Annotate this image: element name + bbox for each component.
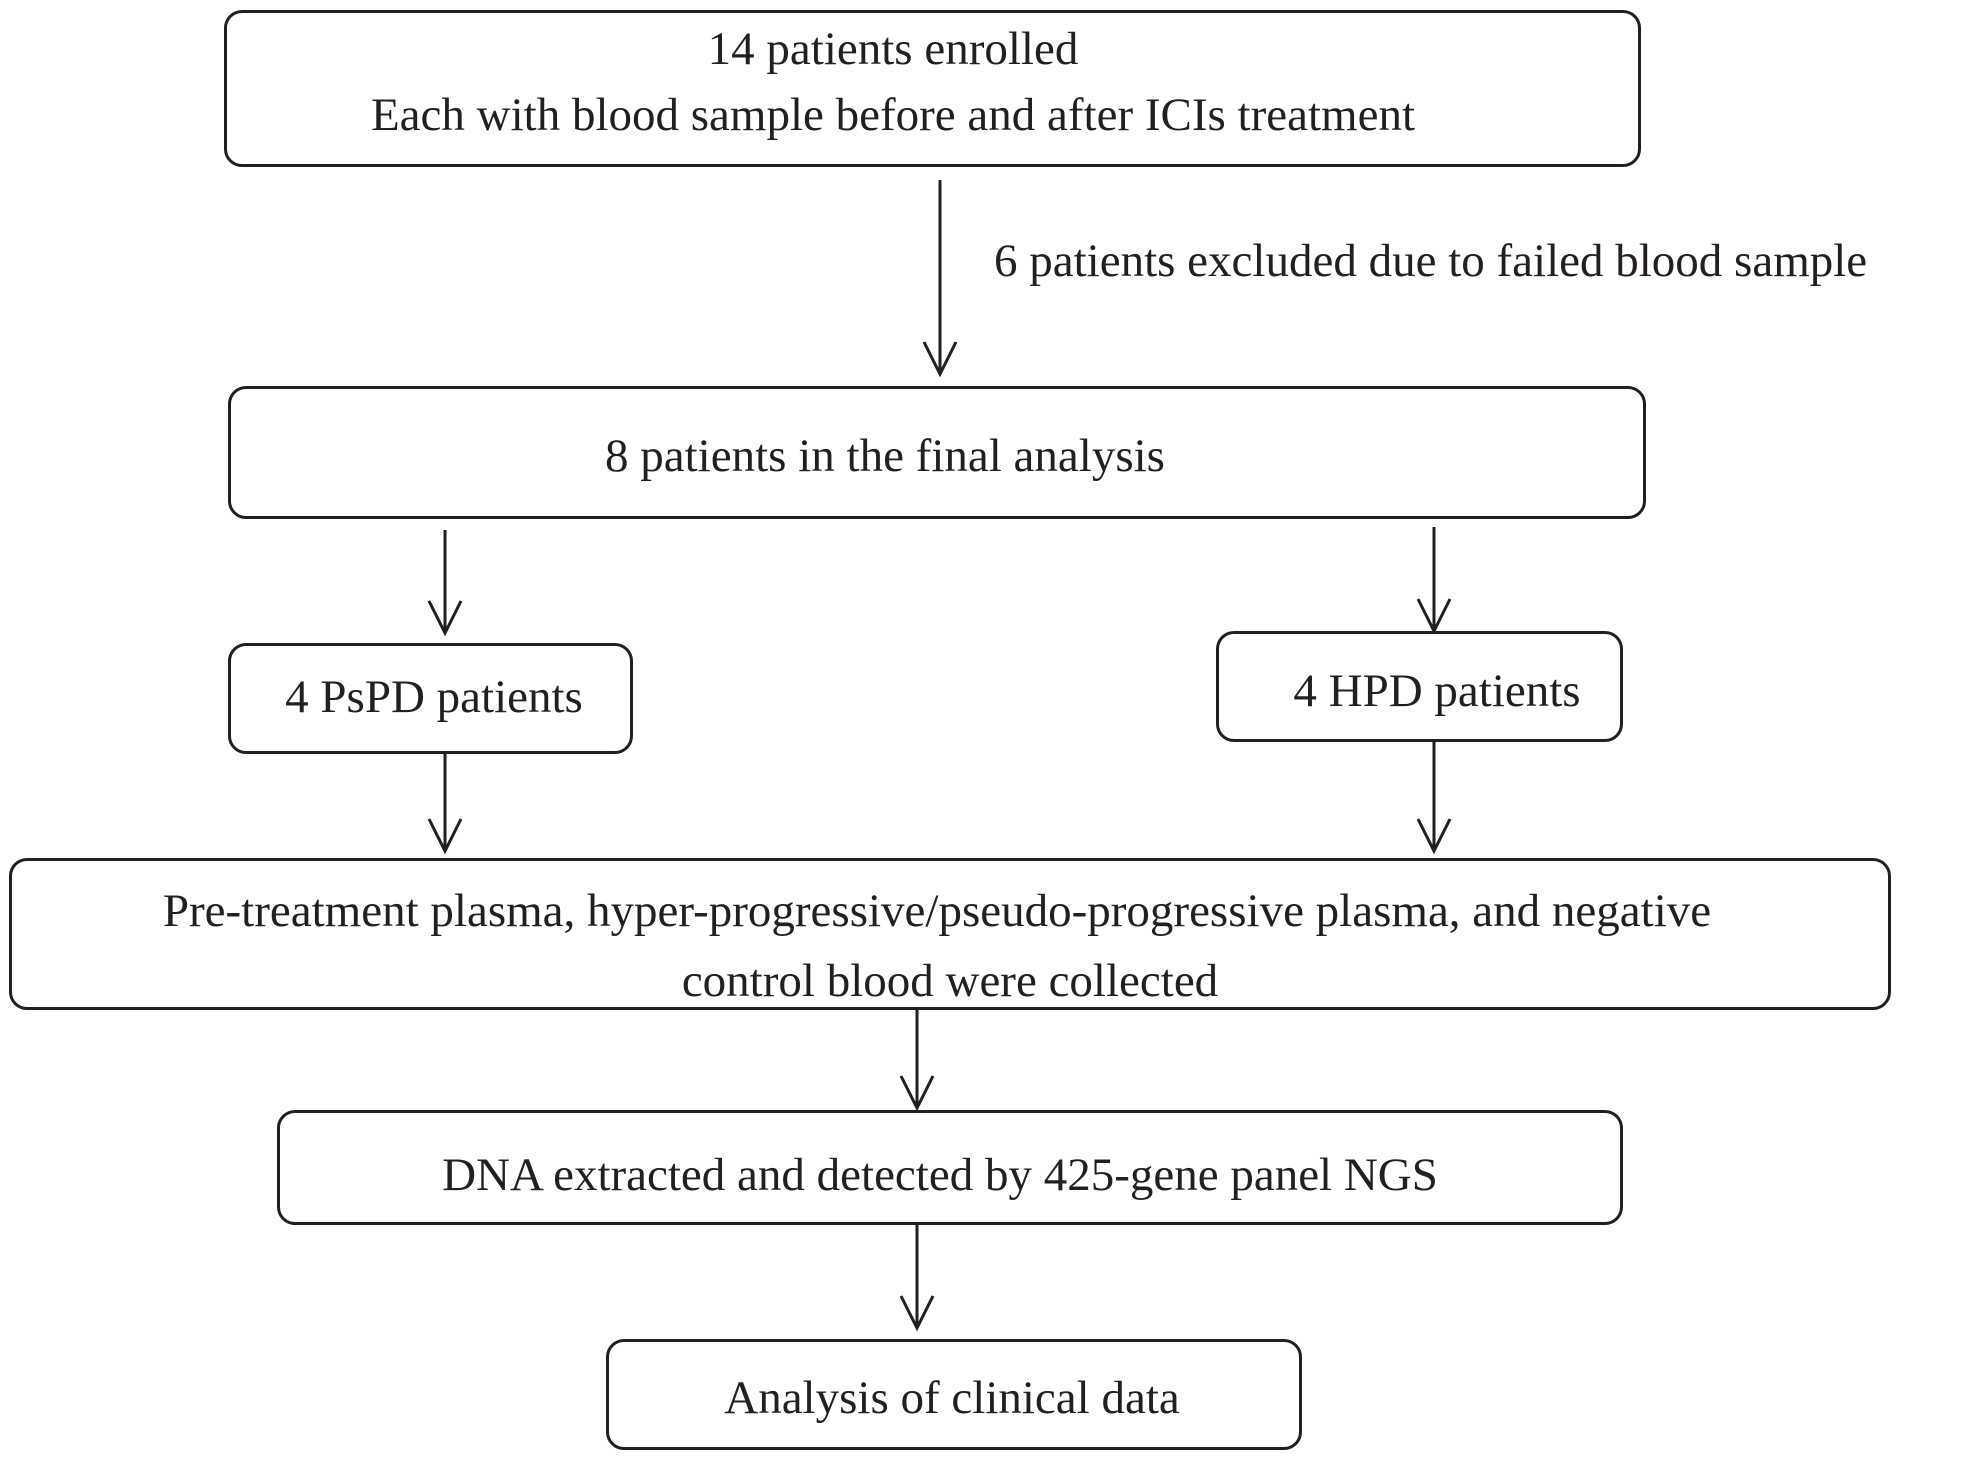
clinical-analysis-box <box>606 1339 1302 1450</box>
enrolled-title: 14 patients enrolled <box>707 23 1079 75</box>
enrolled-subtitle: Each with blood sample before and after … <box>370 89 1416 141</box>
arrow-head-icon <box>922 341 958 378</box>
arrow-head-icon <box>427 818 463 855</box>
pspd-box <box>228 643 633 754</box>
final-analysis-box <box>228 386 1646 519</box>
pspd-label: 4 PsPD patients <box>285 671 583 723</box>
clinical-analysis-label: Analysis of clinical data <box>724 1372 1180 1424</box>
final-analysis-label: 8 patients in the final analysis <box>605 430 1165 482</box>
excluded-note: 6 patients excluded due to failed blood … <box>994 235 1868 287</box>
arrow-enrolled-to-final <box>922 180 958 378</box>
arrow-dna-to-analysis <box>899 1221 935 1332</box>
arrow-final-to-pspd <box>427 530 463 637</box>
arrow-head-icon <box>427 600 463 637</box>
arrow-head-icon <box>899 1075 935 1112</box>
enrolled-box <box>224 10 1641 167</box>
collected-line2: control blood were collected <box>681 955 1219 1007</box>
arrow-hpd-to-collected <box>1416 740 1452 855</box>
collected-box <box>9 858 1891 1010</box>
arrow-final-to-hpd <box>1416 527 1452 635</box>
arrow-pspd-to-collected <box>427 746 463 855</box>
arrow-head-icon <box>899 1295 935 1332</box>
arrow-head-icon <box>1416 818 1452 855</box>
collected-line1: Pre-treatment plasma, hyper-progressive/… <box>162 885 1712 937</box>
hpd-label: 4 HPD patients <box>1293 665 1581 717</box>
dna-label: DNA extracted and detected by 425-gene p… <box>442 1149 1438 1201</box>
arrow-collected-to-dna <box>899 1001 935 1112</box>
dna-box <box>277 1110 1623 1225</box>
hpd-box <box>1216 631 1623 742</box>
